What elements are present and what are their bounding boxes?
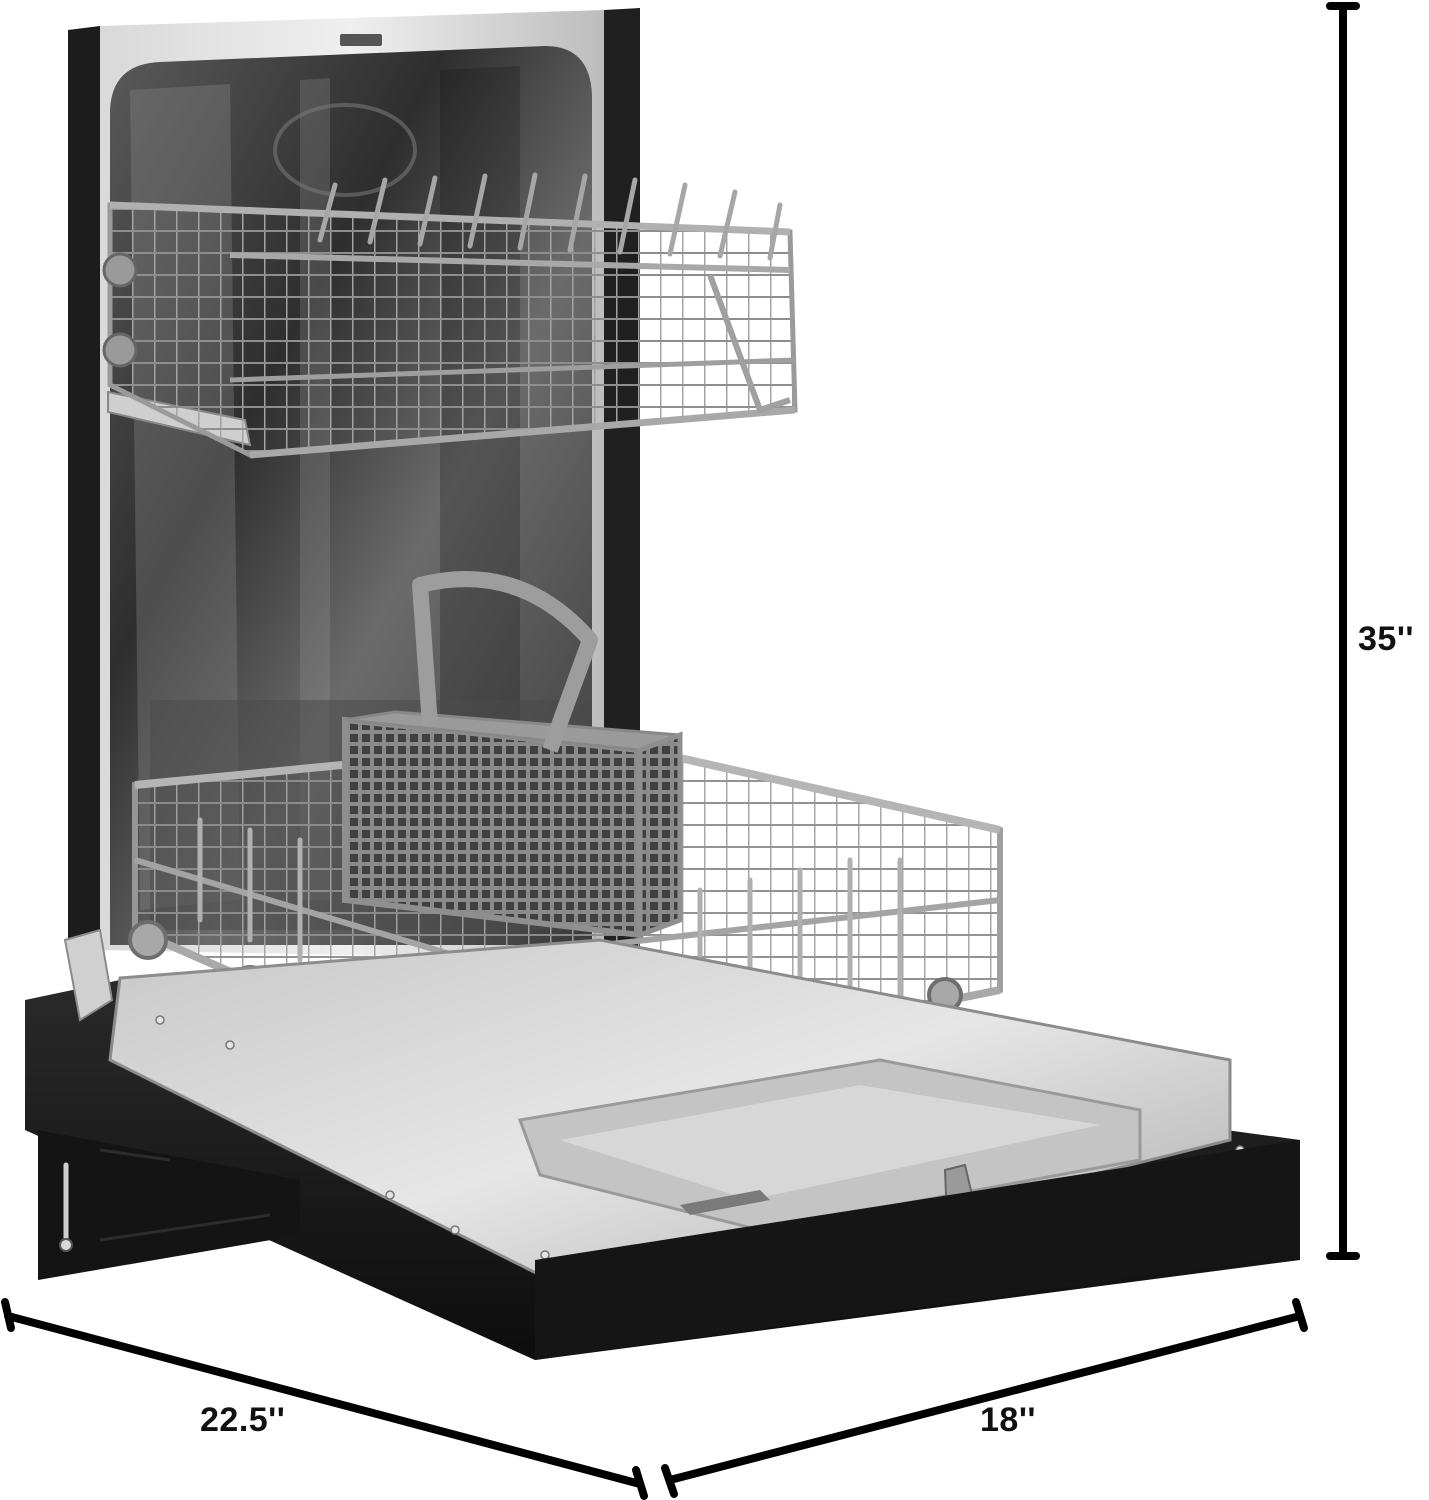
- height-dimension-line: [1326, 2, 1360, 1260]
- door-hinge: [63, 928, 114, 1022]
- height-dimension-label: 35'': [1358, 620, 1414, 658]
- cutlery-basket[interactable]: [342, 571, 683, 939]
- rack-wheel-icon: [102, 252, 138, 288]
- depth-dimension-label: 22.5'': [200, 1401, 286, 1439]
- detergent-dispenser[interactable]: [680, 1190, 770, 1215]
- upper-rack[interactable]: [102, 172, 798, 459]
- depth-dimension-line: [1, 1298, 648, 1500]
- rack-wheel-icon: [102, 332, 138, 368]
- vent-icon: [340, 34, 382, 46]
- basket-handle[interactable]: [412, 571, 598, 753]
- dimension-lines: [1, 2, 1360, 1500]
- width-dimension-label: 18'': [980, 1401, 1036, 1439]
- rack-wheel-icon: [128, 920, 168, 960]
- toe-kick-bracket: [38, 1130, 300, 1280]
- open-door[interactable]: [25, 938, 1300, 1360]
- width-dimension-line: [661, 1298, 1308, 1498]
